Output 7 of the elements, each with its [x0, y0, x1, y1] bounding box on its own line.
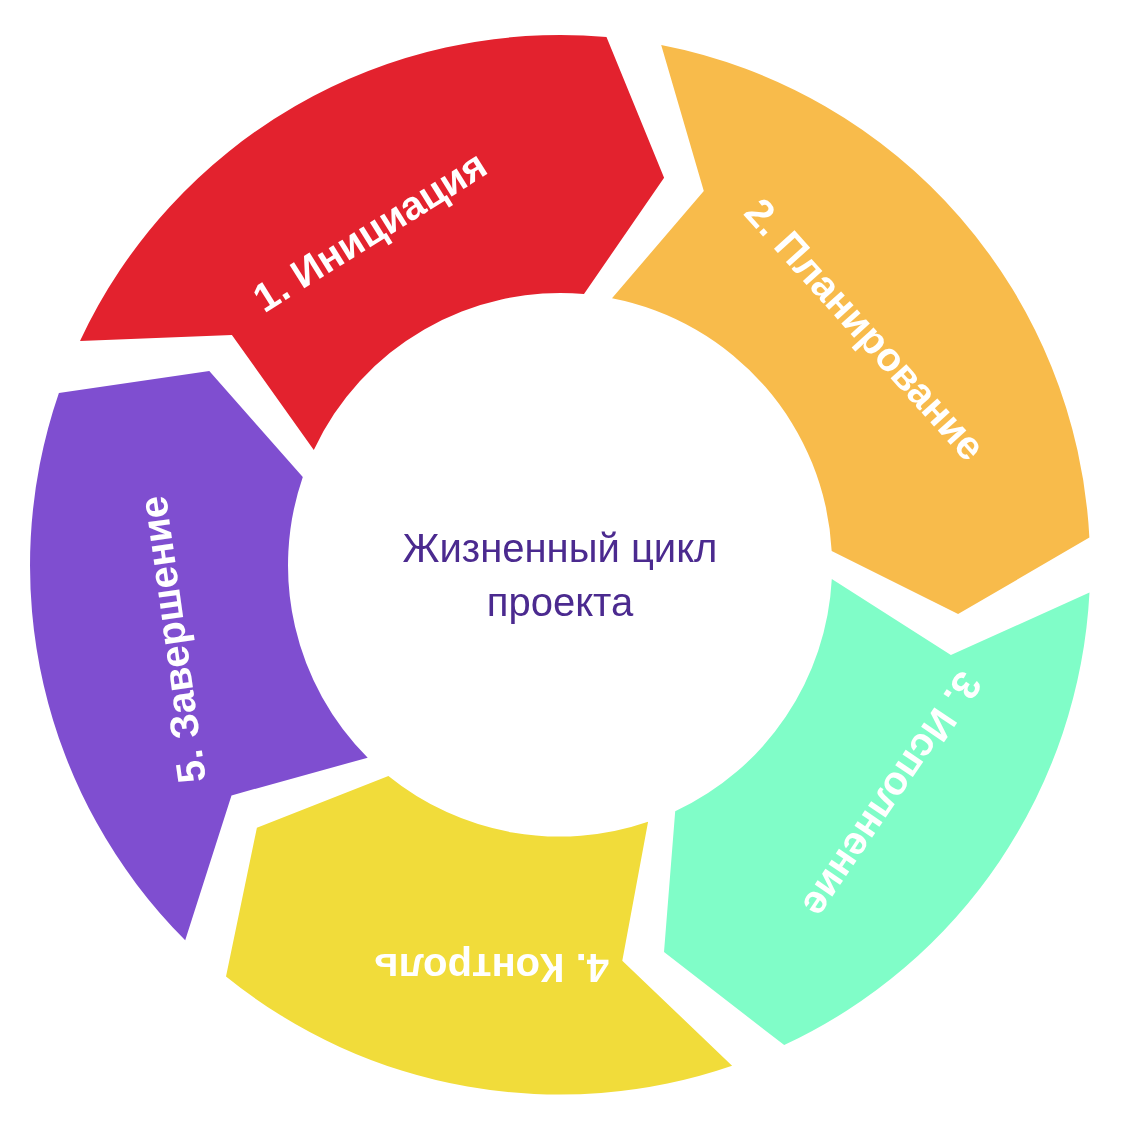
arrow-segment: [226, 776, 733, 1095]
arrow-segment: [663, 579, 1090, 1046]
stage-label: 4. Контроль: [374, 945, 610, 991]
arrow-segment: [79, 35, 664, 451]
arrow-segment: [30, 370, 368, 940]
center-title: Жизненный цикл проекта: [350, 521, 770, 629]
stage-label: 5. Завершение: [129, 493, 215, 787]
